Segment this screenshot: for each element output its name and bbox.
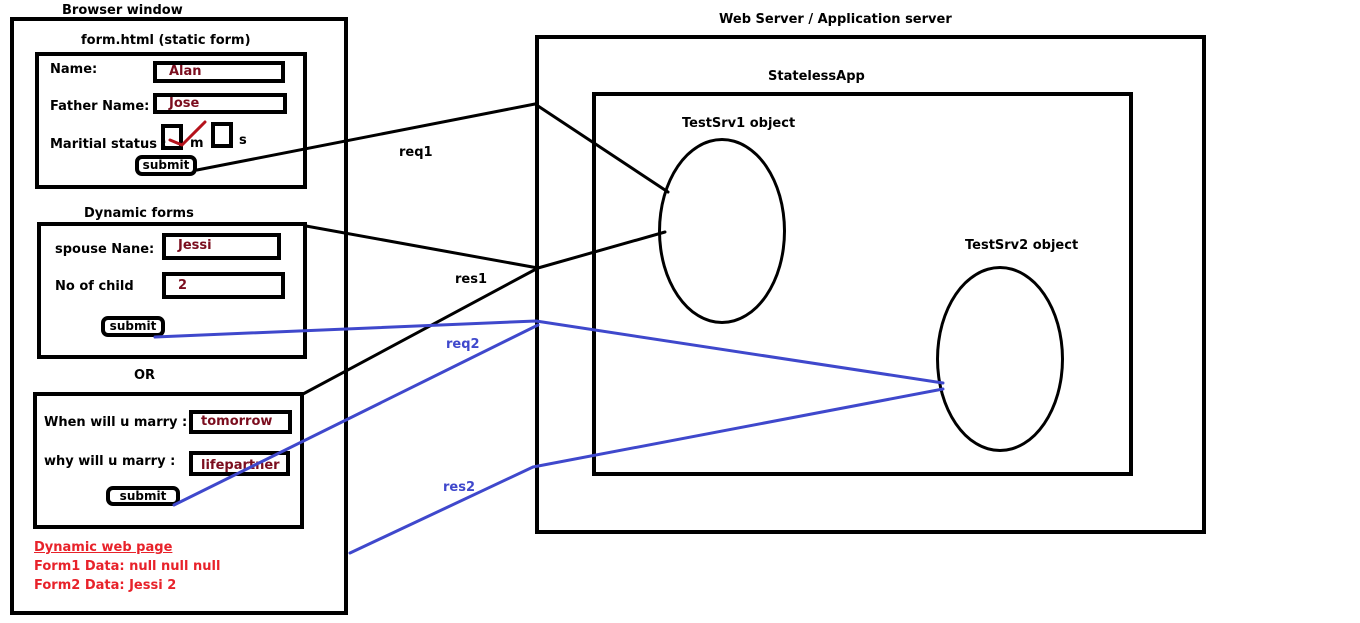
testsrv2-object	[936, 266, 1064, 452]
check-mark-icon	[168, 120, 207, 147]
testsrv1-label: TestSrv1 object	[682, 116, 796, 131]
web-server-box	[535, 35, 1206, 534]
form1-data-line: Form1 Data: null null null	[34, 559, 221, 574]
dynamic1-submit-button[interactable]: submit	[101, 316, 165, 337]
static-submit-button[interactable]: submit	[135, 155, 197, 176]
stateless-app-box	[592, 92, 1133, 476]
req2-line	[153, 319, 945, 385]
dynamic-forms-title: Dynamic forms	[84, 206, 194, 221]
req1-label: req1	[399, 145, 433, 160]
res1-line	[304, 224, 540, 270]
res2-label: res2	[443, 480, 476, 495]
res1-return-line	[301, 230, 667, 396]
marital-option-s: s	[239, 133, 247, 148]
dynamic-page-heading: Dynamic web page	[34, 540, 173, 555]
child-count-field[interactable]: 2	[162, 272, 285, 299]
dynamic-form-1	[37, 222, 307, 359]
marry-why-label: why will u marry :	[44, 454, 176, 469]
testsrv1-object	[658, 138, 786, 324]
req1-line	[195, 102, 670, 194]
req2-label: req2	[446, 337, 480, 352]
marry-when-field[interactable]: tomorrow	[189, 410, 292, 434]
dynamic2-submit-button[interactable]: submit	[106, 486, 180, 506]
app-title: StatelessApp	[768, 69, 865, 84]
name-field[interactable]: Alan	[153, 61, 285, 83]
static-form	[35, 52, 307, 189]
marital-checkbox-s[interactable]	[211, 122, 233, 148]
child-count-label: No of child	[55, 279, 134, 294]
dynamic-form-2	[33, 392, 304, 529]
name-label: Name:	[50, 62, 98, 77]
res1-label: res1	[455, 272, 488, 287]
spouse-name-field[interactable]: Jessi	[162, 233, 281, 260]
marital-option-m: m	[190, 136, 204, 151]
testsrv2-label: TestSrv2 object	[965, 238, 1079, 253]
marry-when-label: When will u marry :	[44, 415, 188, 430]
spouse-name-label: spouse Nane:	[55, 242, 155, 257]
browser-window	[10, 17, 348, 615]
or-label: OR	[134, 368, 156, 383]
static-form-title: form.html (static form)	[81, 33, 251, 48]
marital-status-label: Maritial status :	[50, 137, 167, 152]
server-title: Web Server / Application server	[719, 12, 952, 27]
res2-line	[348, 387, 945, 555]
marital-checkbox-m[interactable]	[161, 124, 183, 150]
father-name-field[interactable]: Jose	[153, 93, 287, 114]
form2-data-line: Form2 Data: Jessi 2	[34, 578, 177, 593]
browser-window-title: Browser window	[62, 3, 183, 18]
req2-form2-line	[172, 323, 540, 507]
father-name-label: Father Name:	[50, 99, 150, 114]
